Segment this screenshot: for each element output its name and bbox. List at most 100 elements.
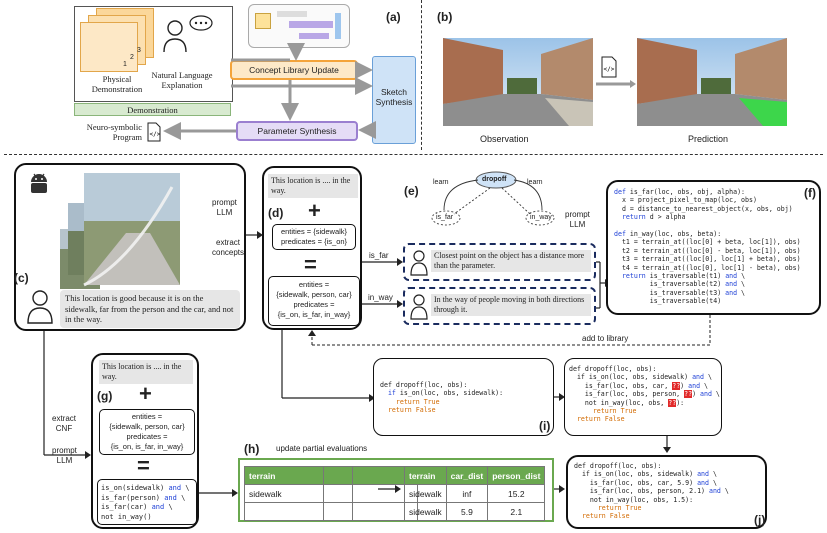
dropoff-node: dropoff xyxy=(482,176,507,183)
panel-d: This location is .... in the way. (d) + … xyxy=(262,166,362,330)
code-line: is_traversable(t3) and \ xyxy=(614,288,746,297)
code-line: if is_on(loc, obs, sidewalk) and \ xyxy=(569,373,712,382)
right-table-cell: 2.1 xyxy=(487,502,546,521)
code-line: is_traversable(t4) xyxy=(614,297,722,306)
code-line: return False xyxy=(387,406,436,415)
panel-label-h: (h) xyxy=(244,442,260,456)
demonstration-label: Demonstration xyxy=(74,103,231,116)
i-code-right: def dropoff(loc, obs): if is_on(loc, obs… xyxy=(569,365,720,424)
in-way-node: in_way xyxy=(530,214,552,221)
panel-label-b: (b) xyxy=(437,10,453,24)
code-line: not in_way(loc, obs, ??): xyxy=(569,398,685,407)
g-code-box: is_on(sidewalk) and \is_far(person) and … xyxy=(97,479,197,525)
d-equals: = xyxy=(304,252,317,277)
code-line: is_far(loc, obs, person, 2.1) and \ xyxy=(574,487,729,496)
code-line: def is_far(loc, obs, obj, alpha): xyxy=(614,188,746,196)
left-table-header xyxy=(323,466,353,485)
demo-stack-card-1 xyxy=(80,22,138,72)
panel-f: (f) def is_far(loc, obs, obj, alpha): x … xyxy=(606,180,821,315)
code-line: is_far(person) and \ xyxy=(101,493,186,502)
concept-library-update-box: Concept Library Update xyxy=(230,60,358,80)
right-table-header: person_dist xyxy=(487,466,546,485)
horizontal-separator xyxy=(4,154,823,155)
e-to-f-bracket xyxy=(596,261,601,309)
is-far-node: is_far xyxy=(436,214,454,221)
android-robot-icon xyxy=(31,173,47,193)
table-transition-arrow xyxy=(378,485,401,493)
add-to-library-arrow xyxy=(308,315,711,346)
j-code: def dropoff(loc, obs): if is_on(loc, obs… xyxy=(574,462,729,521)
g-to-h-arrow xyxy=(199,489,238,497)
g-plus: + xyxy=(139,381,152,406)
code-file-icon: </> xyxy=(147,122,161,142)
parameter-synthesis-box: Parameter Synthesis xyxy=(236,121,358,141)
is-far-arrow-label: is_far xyxy=(369,251,389,260)
right-table-cell: sidewalk xyxy=(404,484,447,503)
code-line: t3 = terrain_at((loc[0], loc[1] + beta),… xyxy=(614,255,801,264)
g-code: is_on(sidewalk) and \is_far(person) and … xyxy=(101,484,190,522)
panel-label-a: (a) xyxy=(386,10,401,24)
right-table-cell: 5.9 xyxy=(445,502,489,521)
in-way-arrow-label: in_way xyxy=(368,293,393,302)
panel-label-i: (i) xyxy=(539,419,551,433)
observation-label: Observation xyxy=(480,134,529,144)
d-small-box: entities = {sidewalk} predicates = {is_o… xyxy=(272,224,356,250)
left-table-cell xyxy=(323,502,353,521)
update-partial-label: update partial evaluations xyxy=(276,444,368,453)
code-line: return True xyxy=(395,397,440,406)
code-line: return False xyxy=(581,512,630,521)
right-table-header: terrain xyxy=(404,466,447,485)
i-code-left: def dropoff(loc, obs): if is_on(loc, obs… xyxy=(380,381,503,415)
left-table-header xyxy=(352,466,418,485)
panel-h-frame: terrain sidewalk terrain car_dist person… xyxy=(238,458,554,522)
g-top-text: This location is .... in the way. xyxy=(99,360,193,384)
code-line: is_traversable(t2) and \ xyxy=(614,280,746,289)
h-to-j-arrow xyxy=(554,485,565,493)
right-partial-table: terrain car_dist person_dist sidewalk in… xyxy=(404,466,546,521)
panel-g: This location is .... in the way. (g) + … xyxy=(91,353,199,529)
code-line: def dropoff(loc, obs): xyxy=(380,381,468,389)
code-line: ​ xyxy=(614,222,801,230)
add-to-library-label: add to library xyxy=(582,334,629,343)
prediction-label: Prediction xyxy=(688,134,729,144)
panel-label-d: (d) xyxy=(268,206,284,220)
right-table-header: car_dist xyxy=(445,466,489,485)
stack-num-1: 1 xyxy=(123,61,127,68)
code-line: return d > alpha xyxy=(621,213,686,222)
i-to-j-arrow xyxy=(663,436,671,453)
c-to-d-arrow xyxy=(246,231,263,239)
panel-i-right: def dropoff(loc, obs): if is_on(loc, obs… xyxy=(564,358,722,436)
code-line: return True xyxy=(592,407,637,416)
code-line: return True xyxy=(597,504,642,513)
is-far-description: Closest point on the object has a distan… xyxy=(431,250,591,272)
concept-learning-graph xyxy=(431,171,555,226)
code-line: if is_on(loc, obs, sidewalk) and \ xyxy=(574,470,717,479)
i-left-to-right-arrow xyxy=(554,393,565,401)
f-code: def is_far(loc, obs, obj, alpha): x = pr… xyxy=(614,188,801,306)
panel-label-g: (g) xyxy=(97,389,113,403)
code-line: return is_traversable(t1) and \ xyxy=(621,272,746,281)
g-small-box: entities = {sidewalk, person, car} predi… xyxy=(99,409,195,455)
top-vertical-separator xyxy=(421,0,422,150)
code-line: def dropoff(loc, obs): xyxy=(574,462,662,470)
code-line: return False xyxy=(576,415,625,424)
code-line: t4 = terrain_at((loc[0], loc[1] - beta),… xyxy=(614,263,801,272)
sketch-synthesis-box: Sketch Synthesis xyxy=(372,56,416,144)
panel-c: (c) This location is good because it is … xyxy=(14,163,246,331)
stack-num-3: 3 xyxy=(137,47,141,54)
right-table-cell: 15.2 xyxy=(487,484,546,503)
c-to-g-arrow xyxy=(43,331,91,459)
demonstration-outline xyxy=(74,6,233,102)
concept-library-thumbnail xyxy=(248,4,350,48)
d-to-i-arrow xyxy=(281,330,375,402)
panel-label-f: (f) xyxy=(804,186,816,200)
panel-a-arrows xyxy=(163,43,376,140)
code-line: def in_way(loc, obs, beta): xyxy=(614,230,722,239)
left-partial-table: terrain sidewalk xyxy=(244,466,418,521)
panel-j: def dropoff(loc, obs): if is_on(loc, obs… xyxy=(566,455,767,529)
in-way-concept-box: In the way of people moving in both dire… xyxy=(403,287,596,325)
nl-explanation-label: Natural Language Explanation xyxy=(151,70,213,90)
code-line: x = project_pixel_to_map(loc, obs) xyxy=(614,196,757,205)
left-table-cell: sidewalk xyxy=(244,484,324,503)
extract-concepts-label: extract concepts xyxy=(212,238,245,257)
